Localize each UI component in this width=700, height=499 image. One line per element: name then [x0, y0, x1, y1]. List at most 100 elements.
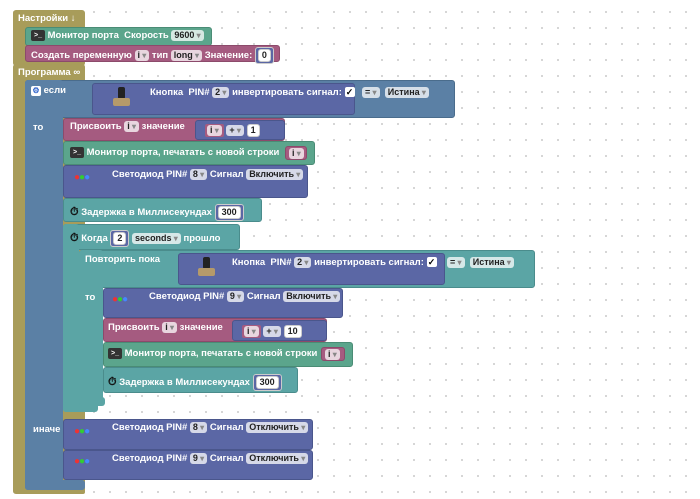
pin-dropdown[interactable]: 2 [212, 87, 230, 98]
math-a-dropdown[interactable]: i [207, 125, 222, 136]
value-label: значение [179, 322, 223, 333]
led-label: Светодиод PIN# [112, 422, 188, 433]
delay-input[interactable]: 300 [255, 376, 279, 389]
math-b-input[interactable]: 1 [246, 124, 260, 137]
led-pin-dropdown[interactable]: 9 [189, 453, 208, 464]
signal-dropdown[interactable]: Отключить [246, 422, 309, 433]
then-label: то [33, 122, 44, 133]
when-label: Когда [81, 233, 108, 244]
speed-dropdown[interactable]: 9600 [171, 30, 204, 42]
when-row: ⏱ Когда 2 seconds прошло [70, 230, 220, 247]
led-icon: ●●● [74, 172, 90, 183]
gear-icon[interactable]: ⚙ [31, 86, 41, 96]
pin-label: PIN# [188, 87, 210, 98]
compare-row: = Истина [447, 257, 514, 268]
type-label: тип [151, 50, 169, 61]
value-label: Значение: [204, 50, 253, 61]
var-type-dropdown[interactable]: long [170, 50, 203, 61]
timer-icon: ⏱ [70, 231, 79, 244]
button-image-icon [195, 257, 217, 281]
led-pin-dropdown[interactable]: 9 [226, 291, 245, 302]
invert-checkbox[interactable]: ✓ [426, 257, 437, 267]
if-row: ⚙ если [31, 85, 66, 96]
led-label: Светодиод PIN# [112, 169, 188, 180]
if-label: если [43, 85, 66, 96]
math-a-dropdown[interactable]: i [244, 326, 259, 337]
assign-var-dropdown[interactable]: i [162, 322, 178, 333]
assign-row: Присвоить i значение [70, 121, 185, 132]
delay-row: ⏱ Задержка в Миллисекундах 300 [108, 374, 282, 391]
delay-input[interactable]: 300 [217, 206, 241, 219]
signal-label: Сигнал [209, 169, 244, 180]
delay-label: Задержка в Миллисекундах [81, 207, 212, 218]
invert-checkbox[interactable]: ✓ [344, 87, 355, 97]
button-label: Кнопка [232, 257, 266, 268]
create-variable-row: Создать переменную i тип long Значение: … [31, 47, 274, 64]
led-row: Светодиод PIN# 8 Сигнал Включить [112, 169, 304, 180]
when-value-input[interactable]: 2 [113, 232, 127, 245]
operator-dropdown[interactable]: = [362, 87, 380, 98]
terminal-icon: >_ [108, 348, 122, 359]
assign-label: Присвоить [108, 322, 160, 333]
value-input[interactable]: 0 [257, 49, 271, 62]
led-label: Светодиод PIN# [112, 453, 188, 464]
button-row: Кнопка PIN# 2 инвертировать сигнал: ✓ [150, 87, 355, 98]
setup-label: Настройки ↓ [18, 13, 76, 24]
math-op-dropdown[interactable]: + [226, 125, 244, 136]
terminal-icon: >_ [31, 30, 45, 41]
signal-label: Сигнал [246, 291, 281, 302]
math-b-input[interactable]: 10 [283, 325, 302, 338]
led-icon: ●●● [112, 294, 128, 305]
value-label: значение [141, 121, 185, 132]
var-name-dropdown[interactable]: i [134, 50, 150, 61]
assign-var-dropdown[interactable]: i [124, 121, 140, 132]
led-pin-dropdown[interactable]: 8 [189, 169, 208, 180]
time-unit-dropdown[interactable]: seconds [132, 233, 181, 244]
speed-label: Скорость [124, 30, 169, 42]
button-label: Кнопка [150, 87, 184, 98]
operator-dropdown[interactable]: = [447, 257, 465, 268]
button-condition-block[interactable] [178, 253, 445, 285]
button-row: Кнопка PIN# 2 инвертировать сигнал: ✓ [232, 257, 437, 268]
print-row: >_ Монитор порта, печатать с новой строк… [70, 147, 279, 158]
signal-label: Сигнал [209, 453, 244, 464]
value-block[interactable]: 0 [254, 47, 274, 64]
print-var-dropdown[interactable]: i [289, 148, 304, 159]
delay-row: ⏱ Задержка в Миллисекундах 300 [70, 204, 244, 221]
print-label: Монитор порта, печатать с новой строки [86, 147, 280, 159]
else-label: иначе [33, 424, 61, 435]
create-variable-block[interactable] [25, 45, 280, 62]
led-row: Светодиод PIN# 8 Сигнал Отключить [112, 422, 309, 433]
led-row: Светодиод PIN# 9 Сигнал Отключить [112, 453, 309, 464]
led-icon: ●●● [74, 426, 90, 437]
timer-icon: ⏱ [70, 205, 79, 218]
delay-label: Задержка в Миллисекундах [119, 377, 250, 388]
signal-dropdown[interactable]: Включить [246, 169, 304, 180]
serial-print-block[interactable] [63, 141, 315, 165]
terminal-icon: >_ [70, 147, 84, 158]
serial-monitor-row: >_ Монитор порта Скорость 9600 [31, 30, 204, 42]
assign-label: Присвоить [70, 121, 122, 132]
math-row: i + 10 [242, 325, 302, 338]
repeat-then-label: то [85, 292, 96, 303]
signal-label: Сигнал [209, 422, 244, 433]
invert-label: инвертировать сигнал: [232, 87, 342, 98]
led-icon: ●●● [74, 456, 90, 467]
math-op-dropdown[interactable]: + [263, 326, 281, 337]
repeat-label: Повторить пока [85, 254, 161, 265]
led-label: Светодиод PIN# [149, 291, 225, 302]
boolean-dropdown[interactable]: Истина [384, 87, 429, 98]
print-label: Монитор порта, печатать с новой строки [124, 348, 318, 360]
timer-icon: ⏱ [108, 375, 117, 388]
print-var-dropdown[interactable]: i [325, 349, 340, 360]
signal-dropdown[interactable]: Включить [283, 291, 341, 302]
button-image-icon [110, 87, 132, 111]
serial-print-block[interactable] [103, 342, 353, 367]
create-var-label: Создать переменную [31, 50, 132, 61]
led-pin-dropdown[interactable]: 8 [189, 422, 208, 433]
boolean-dropdown[interactable]: Истина [469, 257, 514, 268]
pin-dropdown[interactable]: 2 [294, 257, 312, 268]
signal-dropdown[interactable]: Отключить [246, 453, 309, 464]
program-label: Программа ∞ [18, 67, 81, 78]
pin-label: PIN# [270, 257, 292, 268]
